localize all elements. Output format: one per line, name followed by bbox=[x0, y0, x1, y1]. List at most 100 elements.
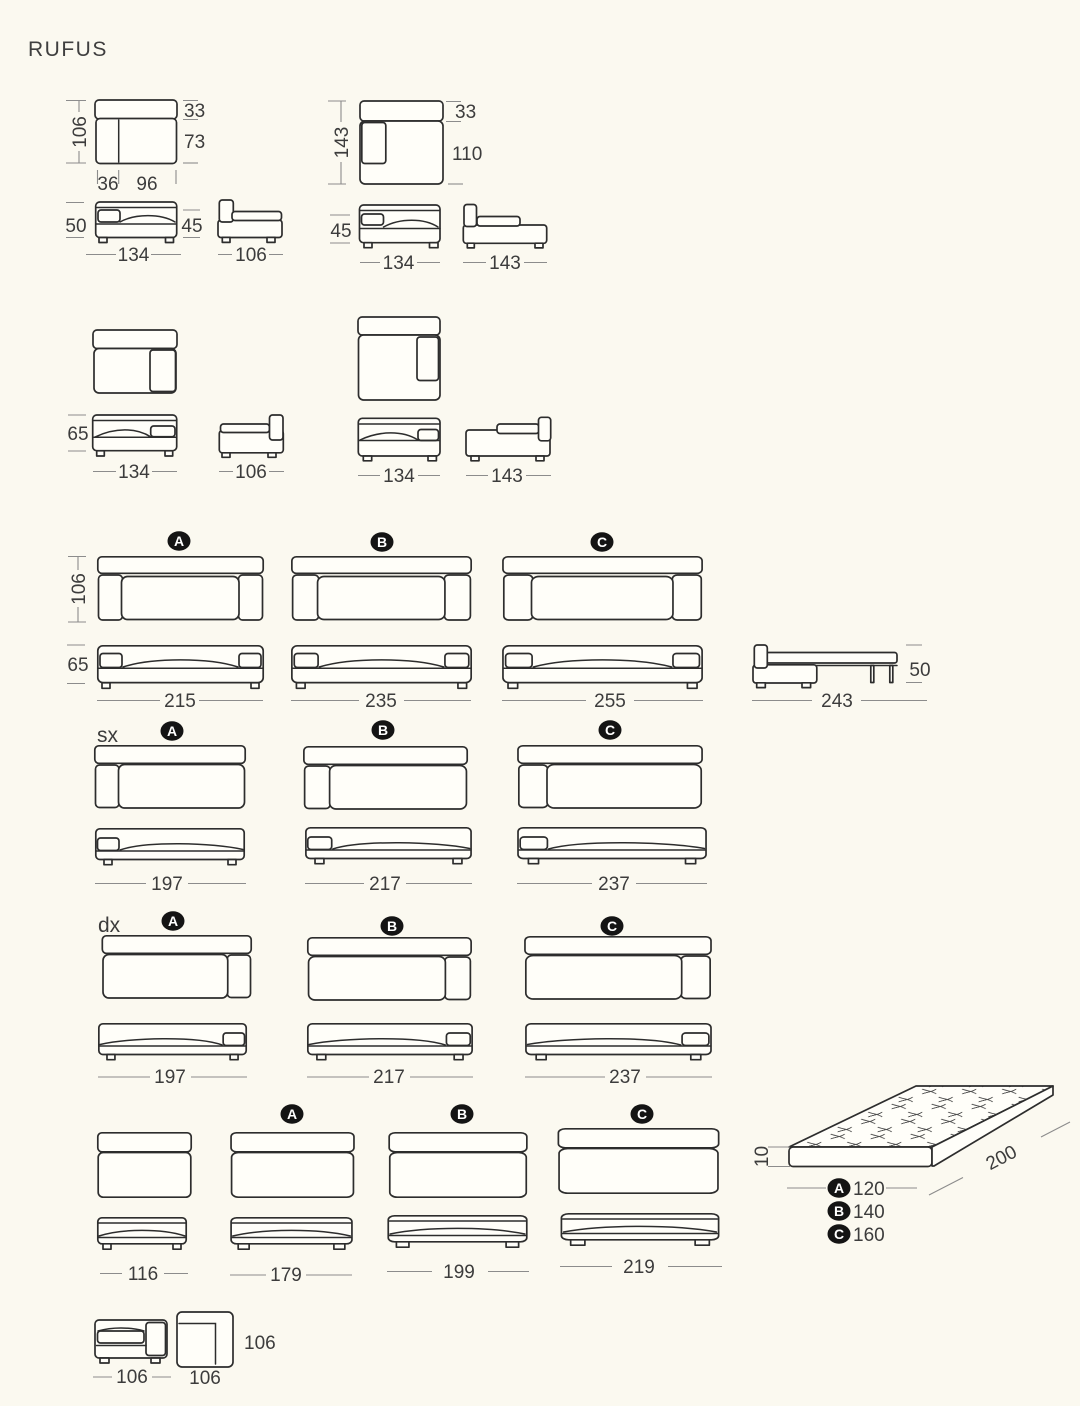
dim-module96-depth: 106 bbox=[70, 116, 91, 148]
mattress-width-b: B 140 bbox=[827, 1201, 885, 1223]
corner-front-view bbox=[94, 1319, 168, 1364]
mattress-width-c: C 160 bbox=[827, 1224, 885, 1246]
svg-text:A: A bbox=[834, 1180, 844, 1196]
module-96-top-view bbox=[94, 99, 178, 165]
dim-module96-seat: 73 bbox=[184, 132, 205, 153]
module-low-chaise-top-view bbox=[357, 316, 441, 401]
sx-a-front-view bbox=[94, 827, 246, 866]
module-96-side-view bbox=[217, 199, 283, 244]
variant-badge-dx-b: B bbox=[380, 916, 404, 936]
dx-c-front-view bbox=[524, 1022, 713, 1061]
svg-text:B: B bbox=[834, 1203, 844, 1219]
dim-chaise-front-height: 45 bbox=[330, 221, 351, 242]
dim-module96-front-width: 134 bbox=[118, 245, 150, 266]
dim-dx-b-width: 217 bbox=[373, 1067, 405, 1088]
corner-top-view bbox=[176, 1311, 234, 1368]
ottoman-plain-front-view bbox=[96, 1216, 188, 1251]
variant-badge-sx-a: A bbox=[160, 721, 184, 741]
sofa-a-front-view bbox=[96, 644, 265, 690]
variant-badge-dx-c: C bbox=[600, 916, 624, 936]
dim-corner-top-depth: 106 bbox=[244, 1333, 276, 1354]
dim-dx-a-width: 197 bbox=[154, 1067, 186, 1088]
svg-text:A: A bbox=[287, 1106, 297, 1122]
sx-label: sx bbox=[97, 724, 119, 747]
dim-sofa-b-width: 235 bbox=[365, 691, 397, 712]
dim-ottoman-a-width: 179 bbox=[270, 1265, 302, 1286]
svg-text:B: B bbox=[387, 918, 397, 934]
dim-dx-c-width: 237 bbox=[609, 1067, 641, 1088]
dim-low-front-width: 134 bbox=[118, 462, 150, 483]
ottoman-b-top-view bbox=[387, 1131, 529, 1199]
variant-badge-sofa-a: A bbox=[167, 531, 191, 551]
svg-text:A: A bbox=[167, 723, 177, 739]
svg-text:B: B bbox=[378, 722, 388, 738]
sofa-a-top-view bbox=[96, 555, 265, 621]
sx-c-front-view bbox=[516, 826, 708, 865]
dim-chaise-side-depth: 143 bbox=[489, 253, 521, 274]
dim-module96-cushion-height: 45 bbox=[181, 216, 202, 237]
dim-module96-arm-width: 36 bbox=[97, 174, 118, 195]
svg-text:160: 160 bbox=[853, 1225, 885, 1246]
dim-low-front-height: 65 bbox=[67, 424, 88, 445]
sx-b-top-view bbox=[302, 745, 469, 810]
dim-sx-a-width: 197 bbox=[151, 874, 183, 895]
dim-low-chaise-side-depth: 143 bbox=[491, 466, 523, 487]
variant-badge-sofa-b: B bbox=[370, 532, 394, 552]
ottoman-c-front-view bbox=[559, 1212, 721, 1247]
svg-text:C: C bbox=[605, 722, 615, 738]
ottoman-c-top-view bbox=[556, 1127, 721, 1195]
dim-ottoman-c-width: 219 bbox=[623, 1257, 655, 1278]
svg-text:C: C bbox=[607, 918, 617, 934]
variant-badge-sx-c: C bbox=[598, 720, 622, 740]
dim-module96-seat-width: 96 bbox=[136, 174, 157, 195]
dim-mattress-length: 200 bbox=[983, 1142, 1021, 1175]
svg-text:120: 120 bbox=[853, 1179, 885, 1200]
sofa-b-front-view bbox=[290, 644, 473, 690]
module-low-front-view bbox=[91, 414, 178, 457]
mattress-width-a: A 120 bbox=[827, 1178, 885, 1200]
page-title: RUFUS bbox=[28, 38, 108, 61]
dim-sx-c-width: 237 bbox=[598, 874, 630, 895]
mattress-isometric-view bbox=[788, 1085, 1054, 1168]
dim-sofa-c-width: 255 bbox=[594, 691, 626, 712]
dim-low-side-depth: 106 bbox=[235, 462, 267, 483]
dim-chaise-back: 33 bbox=[455, 102, 476, 123]
dim-ottoman-b-width: 199 bbox=[443, 1262, 475, 1283]
sx-c-top-view bbox=[516, 744, 704, 810]
module-chaise-side-view bbox=[462, 203, 548, 249]
dim-corner-top-width: 106 bbox=[189, 1368, 221, 1389]
ottoman-plain-top-view bbox=[96, 1131, 193, 1199]
ottoman-a-front-view bbox=[229, 1216, 354, 1251]
svg-text:A: A bbox=[174, 533, 184, 549]
svg-text:B: B bbox=[377, 534, 387, 550]
dim-bed-width: 243 bbox=[821, 691, 853, 712]
variant-badge-ottoman-a: A bbox=[280, 1104, 304, 1124]
dim-chaise-depth: 143 bbox=[332, 127, 353, 159]
dim-chaise-front-width: 134 bbox=[383, 253, 415, 274]
dx-a-front-view bbox=[97, 1022, 248, 1061]
module-low-chaise-side-view bbox=[465, 416, 552, 462]
variant-badge-ottoman-b: B bbox=[450, 1104, 474, 1124]
dx-b-front-view bbox=[306, 1022, 474, 1061]
dim-low-chaise-front-width: 134 bbox=[383, 466, 415, 487]
svg-text:C: C bbox=[834, 1226, 844, 1242]
module-96-front-view bbox=[94, 201, 178, 244]
ottoman-a-top-view bbox=[229, 1131, 356, 1199]
variant-badge-sofa-c: C bbox=[590, 532, 614, 552]
svg-text:140: 140 bbox=[853, 1202, 885, 1223]
ottoman-b-front-view bbox=[386, 1214, 529, 1249]
sofa-c-top-view bbox=[501, 555, 704, 622]
sofa-bed-side-view bbox=[752, 644, 898, 689]
dx-a-top-view bbox=[101, 934, 253, 999]
module-low-top-view bbox=[92, 329, 178, 394]
dim-sofa-a-width: 215 bbox=[164, 691, 196, 712]
sx-a-top-view bbox=[93, 744, 247, 809]
sx-b-front-view bbox=[304, 826, 473, 865]
dim-chaise-seat: 110 bbox=[452, 144, 482, 165]
dim-module96-back: 33 bbox=[184, 101, 205, 122]
dx-label: dx bbox=[98, 914, 121, 937]
svg-text:A: A bbox=[168, 913, 178, 929]
sofa-b-top-view bbox=[290, 555, 473, 621]
dim-module96-side-depth: 106 bbox=[235, 245, 267, 266]
